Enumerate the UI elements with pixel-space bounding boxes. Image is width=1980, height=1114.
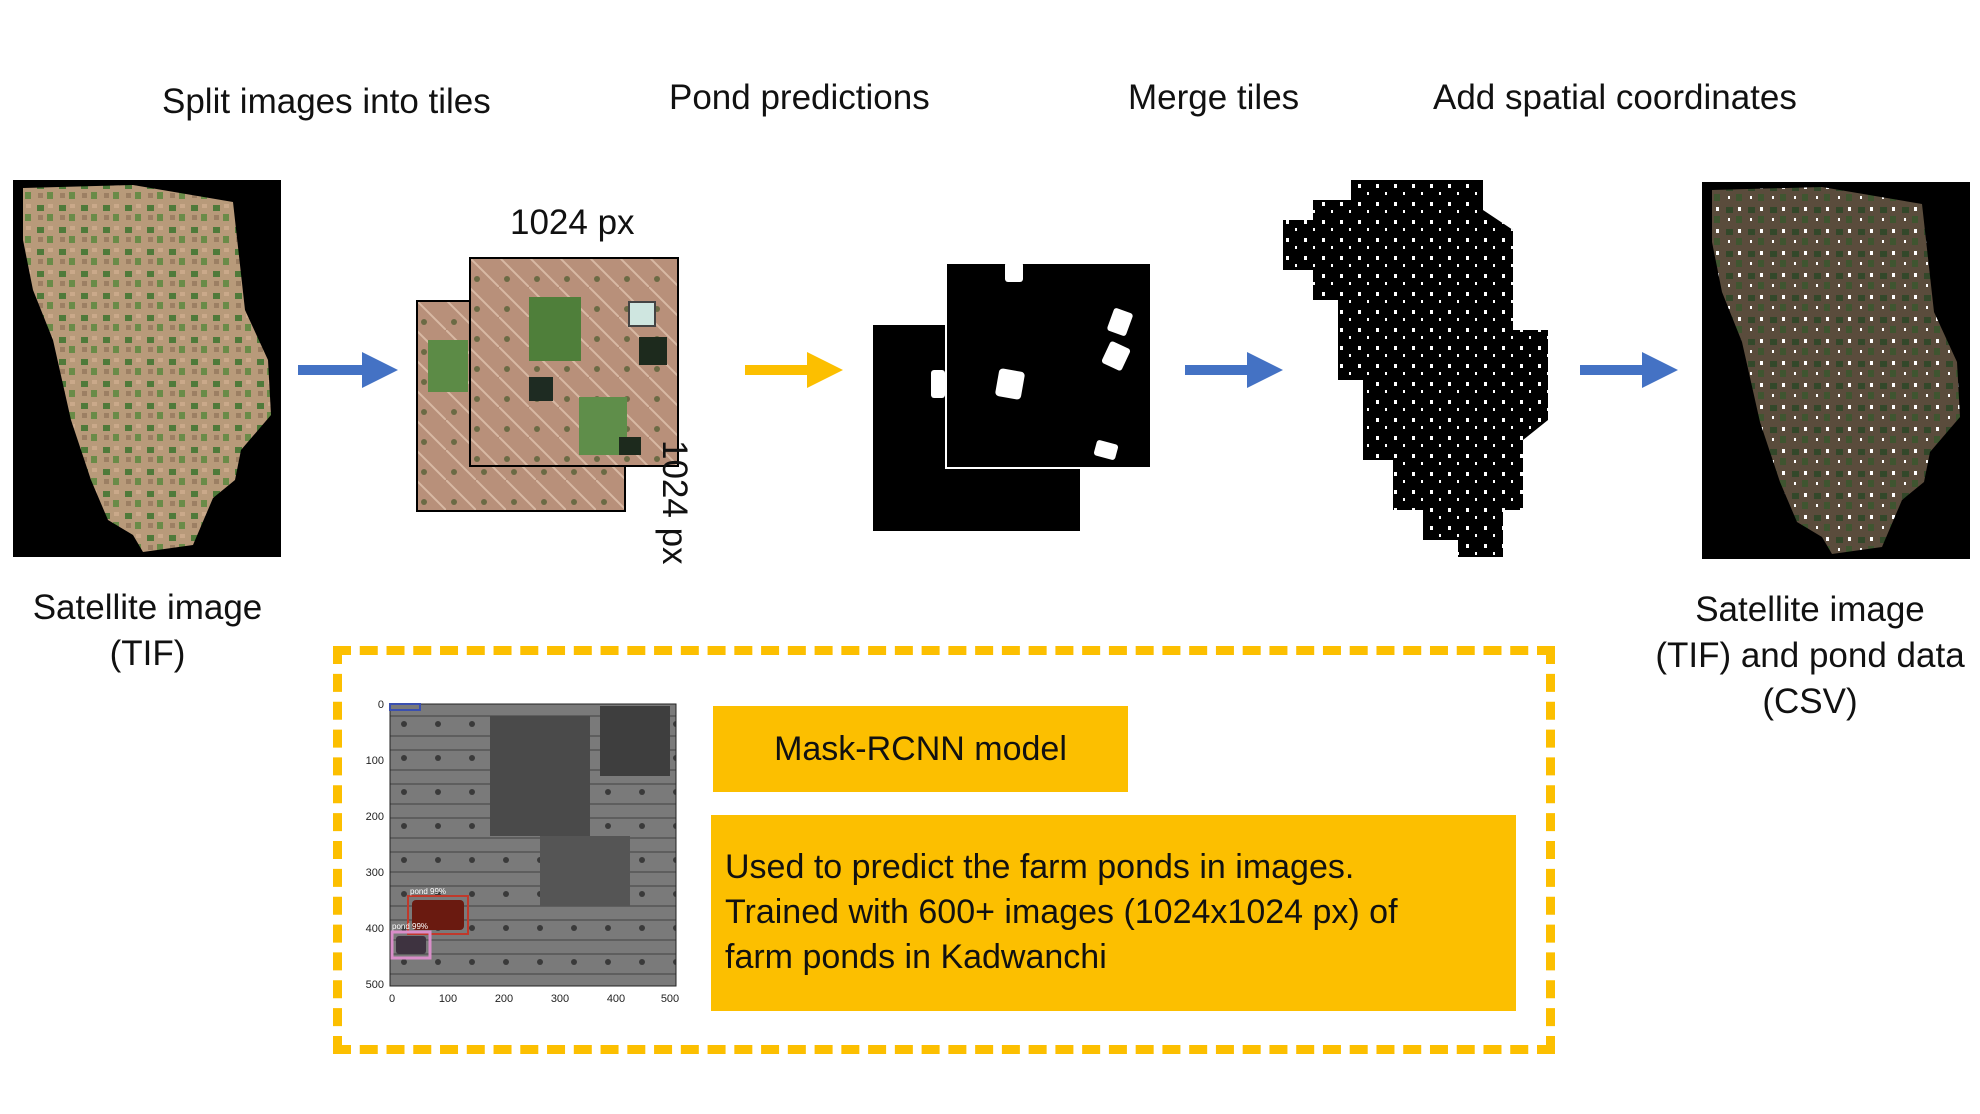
output-caption-line1: Satellite image — [1695, 590, 1925, 629]
merged-tiles-mask — [1283, 180, 1553, 557]
output-caption-line3: (CSV) — [1762, 682, 1858, 721]
output-caption: Satellite image (TIF) and pond data (CSV… — [1640, 587, 1980, 725]
x-tick-label: 300 — [551, 993, 569, 1005]
model-description-line: Trained with 600+ images (1024x1024 px) … — [725, 893, 1398, 931]
y-tick-label: 100 — [366, 755, 384, 767]
prediction-mask-front — [945, 262, 1152, 469]
x-tick-label: 200 — [495, 993, 513, 1005]
arrow-right-icon — [1580, 350, 1680, 390]
x-tick-label: 500 — [661, 993, 679, 1005]
input-satellite-image — [13, 180, 281, 557]
detection-label: pond 99% — [392, 922, 428, 931]
x-tick-label: 400 — [607, 993, 625, 1005]
y-tick-label: 500 — [366, 979, 384, 991]
model-section-frame — [333, 646, 1555, 1054]
arrow-right-icon — [1185, 350, 1285, 390]
input-caption-line2: (TIF) — [109, 634, 186, 673]
stage-label-split: Split images into tiles — [162, 82, 491, 121]
model-name-box: Mask-RCNN model — [713, 706, 1128, 792]
model-description-box: Used to predict the farm ponds in images… — [711, 815, 1516, 1011]
input-caption: Satellite image (TIF) — [5, 585, 290, 677]
stage-label-coords: Add spatial coordinates — [1433, 78, 1797, 117]
stage-label-merge: Merge tiles — [1128, 78, 1300, 117]
y-tick-label: 200 — [366, 811, 384, 823]
x-tick-label: 0 — [389, 993, 395, 1005]
y-tick-label: 300 — [366, 867, 384, 879]
x-tick-label: 100 — [439, 993, 457, 1005]
y-tick-label: 0 — [378, 699, 384, 711]
tile-height-label: 1024 px — [655, 440, 694, 565]
detection-label: pond 99% — [410, 887, 446, 896]
model-description-line: Used to predict the farm ponds in images… — [725, 848, 1355, 886]
arrow-right-icon — [298, 350, 400, 390]
model-description-line: farm ponds in Kadwanchi — [725, 938, 1107, 976]
output-satellite-image — [1702, 182, 1970, 559]
image-tile-front — [469, 257, 679, 467]
tile-width-label: 1024 px — [510, 203, 635, 242]
stage-label-predict: Pond predictions — [669, 78, 930, 117]
input-caption-line1: Satellite image — [32, 588, 263, 627]
arrow-right-icon — [745, 350, 845, 390]
output-caption-line2: (TIF) and pond data — [1655, 636, 1965, 675]
model-name: Mask-RCNN model — [774, 729, 1067, 768]
y-tick-label: 400 — [366, 923, 384, 935]
detection-example-plot: pond 99% pond 99% 0 100 200 300 400 500 … — [360, 696, 690, 1016]
